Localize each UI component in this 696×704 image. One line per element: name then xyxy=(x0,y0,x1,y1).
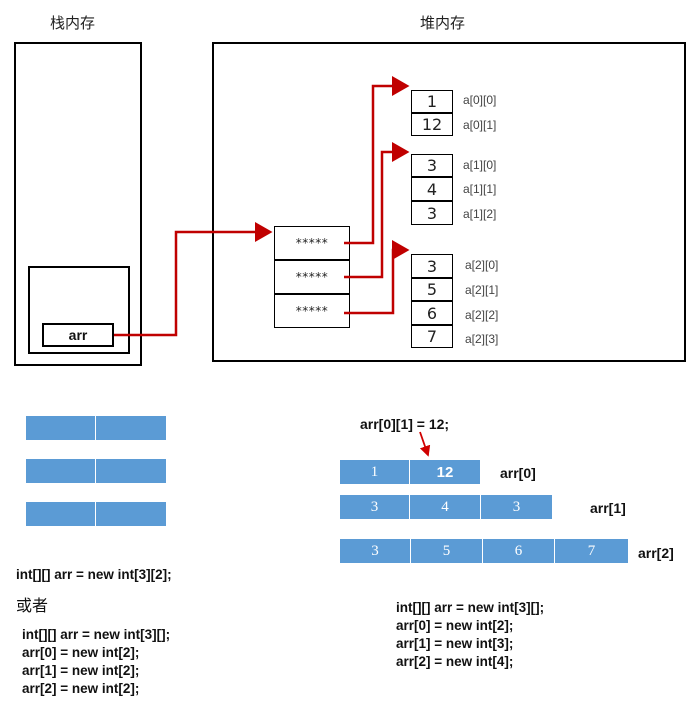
heap-cell-value: 3 xyxy=(426,256,438,276)
heap-cell-value: 1 xyxy=(426,92,438,111)
heap-cell-value: 5 xyxy=(426,280,438,299)
pointer-cell: ***** xyxy=(274,226,350,260)
heap-cell: 7 xyxy=(411,325,453,348)
jagged-array-label: arr[0] xyxy=(500,465,536,481)
heap-cell-value: 3 xyxy=(426,203,438,223)
heap-index-label: a[0][0] xyxy=(463,93,497,107)
heap-cell: 3 xyxy=(411,154,453,177)
heap-index-label: a[2][3] xyxy=(465,332,499,346)
heap-cell: 5 xyxy=(411,278,453,301)
jagged-array-row-1: 3 4 3 xyxy=(340,495,552,519)
heap-cell-value: 4 xyxy=(426,179,438,199)
pointer-cell: ***** xyxy=(274,260,350,294)
heap-index-label: a[1][1] xyxy=(463,182,497,196)
heap-index-label: a[2][0] xyxy=(465,258,499,272)
arrow-annotation xyxy=(419,431,431,457)
rect-array-cell xyxy=(96,416,166,440)
code-line-rect: int[][] arr = new int[3][2]; xyxy=(16,567,172,582)
jagged-array-cell: 5 xyxy=(411,539,483,563)
stack-title: 栈内存 xyxy=(50,14,96,32)
rect-array-cell xyxy=(26,459,96,483)
code-line: arr[1] = new int[3]; xyxy=(396,636,514,651)
pointer-text: ***** xyxy=(295,270,329,284)
jagged-array-cell: 6 xyxy=(483,539,555,563)
pointer-cell: ***** xyxy=(274,294,350,328)
rect-array-row xyxy=(26,459,166,483)
arr-variable: arr xyxy=(42,323,114,347)
code-line: int[][] arr = new int[3][]; xyxy=(22,627,171,642)
heap-cell: 1 xyxy=(411,90,453,113)
pointer-text: ***** xyxy=(295,236,329,250)
jagged-array-cell: 7 xyxy=(555,539,628,563)
heap-cell-value: 7 xyxy=(426,327,438,346)
jagged-array-label: arr[1] xyxy=(590,500,626,516)
pointer-text: ***** xyxy=(295,304,329,318)
jagged-array-cell: 1 xyxy=(340,460,410,484)
jagged-array-cell: 4 xyxy=(410,495,481,519)
heap-cell-value: 3 xyxy=(426,156,438,175)
heap-index-label: a[2][2] xyxy=(465,308,499,322)
heap-index-label: a[0][1] xyxy=(463,118,497,132)
code-line: arr[0] = new int[2]; xyxy=(22,645,140,660)
rect-array-cell xyxy=(26,502,96,526)
heap-index-label: a[1][0] xyxy=(463,158,497,172)
jagged-array-cell-highlight: 12 xyxy=(410,460,480,484)
code-line: arr[1] = new int[2]; xyxy=(22,663,140,678)
heap-cell: 4 xyxy=(411,177,453,201)
jagged-array-cell: 3 xyxy=(340,495,410,519)
code-line: arr[2] = new int[4]; xyxy=(396,654,514,669)
heap-title: 堆内存 xyxy=(420,14,466,32)
jagged-array-cell: 3 xyxy=(340,539,411,563)
heap-cell: 3 xyxy=(411,254,453,278)
or-text: 或者 xyxy=(16,596,49,615)
left-code-block: int[][] arr = new int[3][]; arr[0] = new… xyxy=(22,626,170,698)
jagged-array-row-0: 1 12 xyxy=(340,460,480,484)
rect-array-row xyxy=(26,502,166,526)
heap-index-label: a[2][1] xyxy=(465,283,499,297)
rect-array-cell xyxy=(26,416,96,440)
heap-cell: 3 xyxy=(411,201,453,225)
heap-cell: 6 xyxy=(411,301,453,325)
rect-array-cell xyxy=(96,502,166,526)
right-code-block: int[][] arr = new int[3][]; arr[0] = new… xyxy=(396,599,544,671)
annotation-text: arr[0][1] = 12; xyxy=(360,416,450,432)
jagged-array-cell: 3 xyxy=(481,495,552,519)
heap-index-label: a[1][2] xyxy=(463,207,497,221)
jagged-array-row-2: 3 5 6 7 xyxy=(340,539,628,563)
code-line: arr[0] = new int[2]; xyxy=(396,618,514,633)
arr-variable-label: arr xyxy=(68,327,88,343)
rect-array-row xyxy=(26,416,166,440)
code-line: arr[2] = new int[2]; xyxy=(22,681,140,696)
rect-array-cell xyxy=(96,459,166,483)
heap-cell-value: 12 xyxy=(421,115,443,134)
heap-cell: 12 xyxy=(411,113,453,136)
jagged-array-label: arr[2] xyxy=(638,545,674,561)
code-line: int[][] arr = new int[3][]; xyxy=(396,600,545,615)
heap-cell-value: 6 xyxy=(426,303,438,323)
